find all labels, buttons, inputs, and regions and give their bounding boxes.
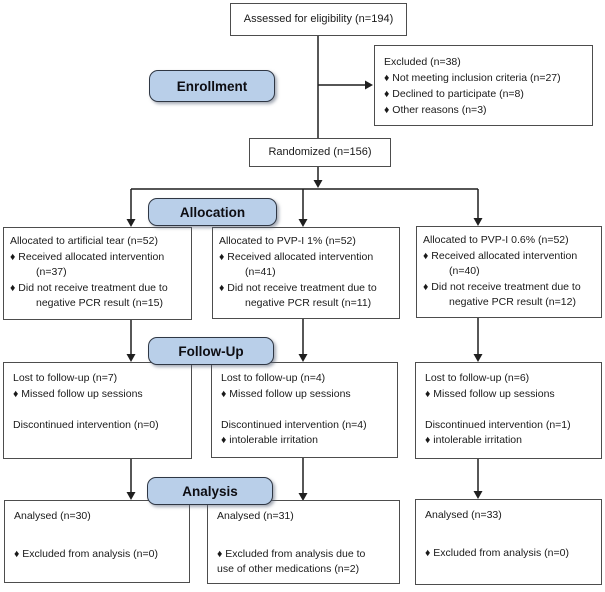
randomized-text: Randomized (n=156) [268, 145, 372, 158]
analysis-box-artificial-tear: Analysed (n=30) ♦ Excluded from analysis… [4, 500, 190, 583]
assessed-box: Assessed for eligibility (n=194) [230, 3, 407, 36]
excluded-box: Excluded (n=38) ♦ Not meeting inclusion … [374, 45, 593, 126]
arrowhead-alloc-mid [298, 219, 308, 227]
box-line: use of other medications (n=2) [217, 563, 360, 575]
box-line: (n=37) [36, 266, 67, 278]
box-line: Analysed (n=30) [14, 510, 91, 522]
box-line [13, 402, 185, 418]
stage-label-followup: Follow-Up [148, 337, 274, 365]
stage-label-text: Analysis [182, 483, 238, 499]
arrowhead-alloc-left [126, 219, 136, 227]
box-line [221, 402, 391, 418]
arrowhead-fu-right [473, 354, 483, 362]
box-line: ♦ Did not receive treatment due to [10, 281, 168, 294]
analysis-box-pvpi-06pct: Analysed (n=33) ♦ Excluded from analysis… [415, 499, 602, 585]
box-line: negative PCR result (n=11) [245, 297, 372, 309]
stage-label-text: Follow-Up [178, 343, 244, 359]
box-line: ♦ Missed follow up sessions [13, 387, 143, 400]
box-line: ♦ Other reasons (n=3) [384, 104, 487, 116]
box-line: negative PCR result (n=12) [449, 296, 576, 308]
allocation-box-pvpi-1pct: Allocated to PVP-I 1% (n=52) ♦ Received … [212, 227, 400, 319]
box-line: Allocated to PVP-I 0.6% (n=52) [423, 234, 569, 246]
box-line: Discontinued intervention (n=4) [221, 418, 367, 431]
assessed-text: Assessed for eligibility (n=194) [243, 12, 394, 25]
box-line: ♦ Received allocated intervention [219, 250, 374, 263]
box-line: Analysed (n=33) [425, 509, 502, 521]
allocation-box-pvpi-06pct: Allocated to PVP-I 0.6% (n=52) ♦ Receive… [416, 226, 602, 318]
box-line [14, 525, 183, 547]
box-line: ♦ Not meeting inclusion criteria (n=27) [384, 72, 561, 84]
box-line [425, 402, 595, 418]
randomized-box: Randomized (n=156) [249, 138, 391, 167]
stage-label-enrollment: Enrollment [149, 70, 275, 102]
arrowhead-splitter [313, 180, 323, 188]
box-line: ♦ intolerable irritation [425, 434, 522, 446]
box-line: Excluded (n=38) [384, 56, 461, 68]
box-line: Lost to follow-up (n=4) [221, 372, 326, 384]
box-line: ♦ Received allocated intervention [10, 250, 165, 263]
box-line: Allocated to artificial tear (n=52) [10, 235, 158, 247]
box-line [425, 524, 595, 546]
stage-label-analysis: Analysis [147, 477, 273, 505]
arrowhead-an-right [473, 491, 483, 499]
box-line: ♦ Missed follow up sessions [221, 387, 351, 400]
box-line: ♦ Missed follow up sessions [425, 387, 555, 400]
arrowhead-alloc-right [473, 218, 483, 226]
box-line: Discontinued intervention (n=0) [13, 418, 159, 431]
followup-box-artificial-tear: Lost to follow-up (n=7) ♦ Missed follow … [3, 362, 192, 459]
arrowhead-an-mid [298, 493, 308, 501]
box-line [217, 525, 393, 547]
arrowhead-fu-mid [298, 354, 308, 362]
box-line: (n=41) [245, 266, 276, 278]
box-line: ♦ Declined to participate (n=8) [384, 88, 524, 100]
allocation-box-artificial-tear: Allocated to artificial tear (n=52) ♦ Re… [3, 227, 192, 320]
box-line: ♦ Excluded from analysis (n=0) [14, 547, 158, 560]
box-line: ♦ Excluded from analysis (n=0) [425, 546, 569, 559]
box-line: Lost to follow-up (n=6) [425, 372, 530, 384]
box-line: ♦ Excluded from analysis due to [217, 547, 366, 560]
box-line: Analysed (n=31) [217, 510, 294, 522]
box-line: negative PCR result (n=15) [36, 297, 163, 309]
arrowhead-excluded [365, 80, 373, 90]
box-line: ♦ intolerable irritation [221, 434, 318, 446]
box-line: ♦ Did not receive treatment due to [219, 281, 377, 294]
box-line: Discontinued intervention (n=1) [425, 418, 571, 431]
arrowhead-fu-left [126, 354, 136, 362]
stage-label-allocation: Allocation [148, 198, 277, 226]
followup-box-pvpi-1pct: Lost to follow-up (n=4) ♦ Missed follow … [211, 362, 398, 458]
box-line: Lost to follow-up (n=7) [13, 372, 118, 384]
box-line: ♦ Did not receive treatment due to [423, 280, 581, 293]
stage-label-text: Enrollment [176, 78, 248, 94]
box-line: (n=40) [449, 265, 480, 277]
box-line: Allocated to PVP-I 1% (n=52) [219, 235, 356, 247]
stage-label-text: Allocation [179, 204, 246, 220]
analysis-box-pvpi-1pct: Analysed (n=31) ♦ Excluded from analysis… [207, 500, 400, 584]
box-line: ♦ Received allocated intervention [423, 249, 578, 262]
followup-box-pvpi-06pct: Lost to follow-up (n=6) ♦ Missed follow … [415, 362, 602, 459]
arrowhead-an-left [126, 492, 136, 500]
